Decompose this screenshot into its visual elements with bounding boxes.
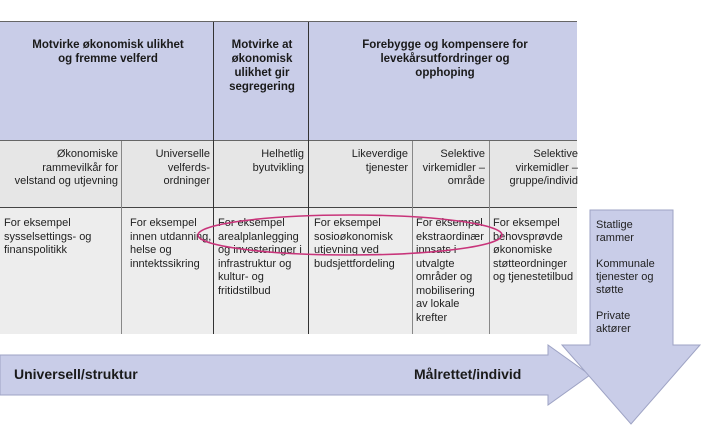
example-text-3: For eksempel arealplanlegging og investe… <box>218 217 302 297</box>
example-text-2: For eksempel innen utdanning, helse og i… <box>130 217 212 270</box>
side-label-state: Statlige rammer <box>596 219 634 244</box>
content-cell-6 <box>490 208 577 334</box>
subheader-cell-4 <box>309 141 412 207</box>
subheader-divider <box>0 207 577 208</box>
example-text-6: For eksempel behovsprøvde økonomiske stø… <box>493 217 574 283</box>
side-label-municipal: Kommunale tjenester og støtte <box>596 258 655 296</box>
col-divider-major-2 <box>308 22 309 334</box>
content-cell-1 <box>0 208 121 334</box>
down-arrow <box>560 209 702 425</box>
side-label-private: Private aktører <box>596 310 631 335</box>
subheader-cell-5 <box>413 141 489 207</box>
header-col1-title: Motvirke økonomisk ulikhet og fremme vel… <box>32 39 184 65</box>
subheader-label-6: Selektive virkemidler – gruppe/individ <box>509 148 579 187</box>
subheader-cell-6 <box>490 141 577 207</box>
header-col3-title: Forebygge og kompensere for levekårsutfo… <box>362 39 528 79</box>
content-cell-2 <box>122 208 213 334</box>
horizontal-arrow <box>0 344 591 406</box>
example-text-4: For eksempel sosioøkonomisk utjevning ve… <box>314 217 395 270</box>
header-col2-title: Motvirke at økonomisk ulikhet gir segreg… <box>229 39 295 93</box>
subheader-label-4: Likeverdige tjenester <box>351 148 408 174</box>
content-cell-3 <box>214 208 308 334</box>
col-divider-minor-3 <box>489 141 490 334</box>
subheader-cell-3 <box>214 141 308 207</box>
example-text-5: For eksempel ekstraordinær innsats i utv… <box>416 217 484 324</box>
subheader-label-3: Helhetlig byutvikling <box>252 148 304 174</box>
top-border <box>0 21 577 22</box>
col-divider-minor-2 <box>412 141 413 334</box>
col-divider-minor-1 <box>121 141 122 334</box>
arrow-label-universal: Universell/struktur <box>14 366 138 382</box>
content-cell-5 <box>413 208 489 334</box>
header-divider <box>0 140 577 141</box>
subheader-label-1: Økonomiske rammevilkår for velstand og u… <box>14 148 118 187</box>
content-cell-4 <box>309 208 412 334</box>
example-text-1: For eksempel sysselsettings- og finanspo… <box>4 217 92 256</box>
header-band-3 <box>309 22 577 140</box>
header-band-2 <box>214 22 308 140</box>
highlight-ellipse <box>197 214 503 256</box>
subheader-label-2: Universelle velferds-ordninger <box>155 148 210 187</box>
subheader-label-5: Selektive virkemidler – område <box>422 148 485 187</box>
arrow-label-targeted: Målrettet/individ <box>414 366 522 382</box>
subheader-cell-1 <box>0 141 121 207</box>
subheader-cell-2 <box>122 141 213 207</box>
header-band-1 <box>0 22 213 140</box>
col-divider-major-1 <box>213 22 214 334</box>
